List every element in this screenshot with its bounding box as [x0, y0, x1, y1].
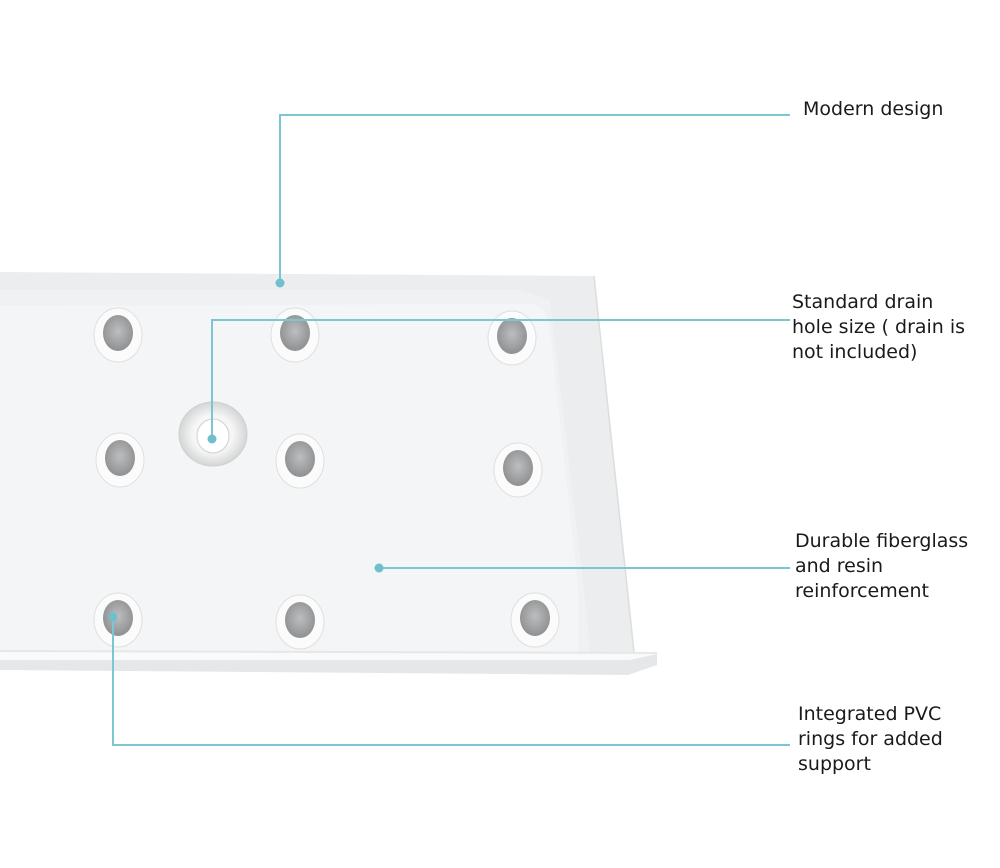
- callout-label-fiberglass: Durable fiberglass and resin reinforceme…: [795, 530, 969, 602]
- pvc-rings: [93, 307, 560, 650]
- callout-label-drain-hole: Standard drain hole size ( drain is not …: [792, 291, 966, 363]
- callout-dot-drain-hole: [207, 434, 217, 444]
- callout-dot-fiberglass: [374, 563, 384, 573]
- callout-dot-pvc-rings: [108, 612, 118, 622]
- callout-dot-modern-design: [275, 278, 285, 288]
- callout-line-pvc-rings: [112, 617, 790, 746]
- callout-label-modern-design: Modern design: [803, 98, 944, 120]
- callout-label-pvc-rings: Integrated PVC rings for added support: [798, 703, 943, 775]
- callout-line-modern-design: [279, 114, 790, 283]
- callout-line-drain-hole: [211, 319, 790, 439]
